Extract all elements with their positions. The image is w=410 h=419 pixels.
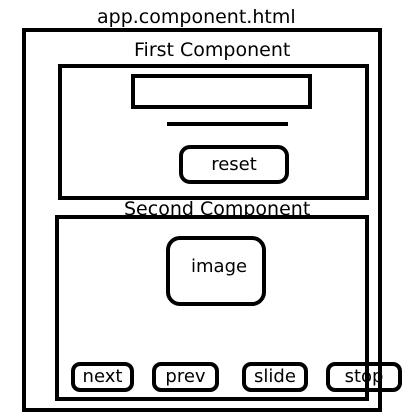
second-component-title: Second Component (124, 198, 311, 220)
divider-line (167, 122, 288, 126)
image-label: image (191, 256, 248, 277)
slide-button[interactable]: slide (242, 362, 308, 392)
stop-button[interactable]: stop (326, 362, 402, 392)
second-component-box (55, 215, 369, 401)
first-component-box (58, 64, 369, 200)
next-button[interactable]: next (71, 362, 134, 392)
app-title: app.component.html (97, 6, 296, 28)
reset-button[interactable]: reset (179, 145, 289, 184)
text-input[interactable] (131, 74, 312, 109)
first-component-title: First Component (134, 39, 291, 61)
app-container (22, 28, 382, 412)
image-placeholder (166, 236, 266, 306)
prev-button[interactable]: prev (152, 362, 219, 392)
